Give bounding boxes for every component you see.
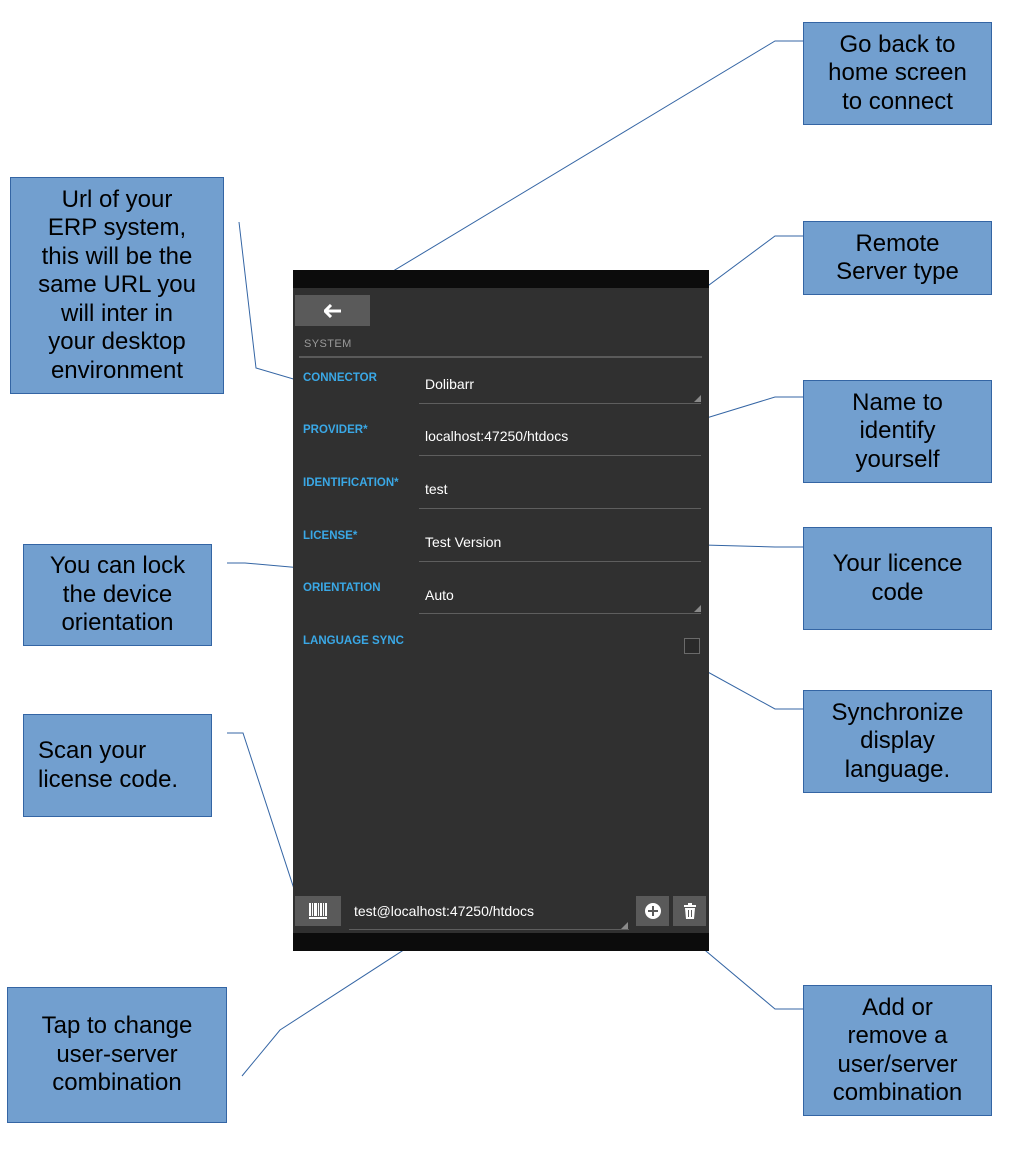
language-sync-label: LANGUAGE SYNC xyxy=(303,635,404,647)
orientation-underline xyxy=(419,613,701,614)
provider-input[interactable]: localhost:47250/htdocs xyxy=(425,428,569,444)
arrow-left-icon xyxy=(323,303,341,318)
orientation-select[interactable]: Auto xyxy=(425,587,454,603)
back-button[interactable] xyxy=(295,295,370,326)
status-bar xyxy=(293,270,709,288)
dropdown-corner-icon xyxy=(694,605,701,612)
callout-server-type: Remote Server type xyxy=(803,221,992,295)
section-divider xyxy=(299,356,702,358)
orientation-label: ORIENTATION xyxy=(303,582,381,594)
license-label: LICENSE* xyxy=(303,530,358,542)
callout-back: Go back to home screen to connect xyxy=(803,22,992,125)
identification-underline xyxy=(419,508,701,509)
identification-input[interactable]: test xyxy=(425,481,448,497)
provider-label: PROVIDER* xyxy=(303,424,368,436)
callout-sync: Synchronize display language. xyxy=(803,690,992,793)
add-combination-button[interactable] xyxy=(636,896,669,926)
provider-underline xyxy=(419,455,701,456)
dropdown-corner-icon xyxy=(621,922,628,929)
connector-underline xyxy=(419,403,701,404)
scan-license-button[interactable] xyxy=(295,896,341,926)
dropdown-corner-icon xyxy=(694,395,701,402)
callout-orientation: You can lock the device orientation xyxy=(23,544,212,646)
leader-scan xyxy=(227,732,298,899)
section-title: SYSTEM xyxy=(304,338,352,350)
identification-label: IDENTIFICATION* xyxy=(303,477,399,489)
navigation-bar xyxy=(293,933,709,951)
connector-label: CONNECTOR xyxy=(303,372,377,384)
leader-back xyxy=(344,40,803,301)
trash-icon xyxy=(683,903,696,919)
settings-screen: SYSTEM CONNECTOR Dolibarr PROVIDER* loca… xyxy=(293,270,709,951)
callout-add-remove: Add or remove a user/server combination xyxy=(803,985,992,1116)
language-sync-checkbox[interactable] xyxy=(684,638,700,654)
callout-combination: Tap to change user-server combination xyxy=(7,987,227,1123)
barcode-icon xyxy=(309,903,327,919)
combination-underline xyxy=(349,929,629,930)
remove-combination-button[interactable] xyxy=(673,896,706,926)
license-input[interactable]: Test Version xyxy=(425,534,502,550)
callout-name: Name to identify yourself xyxy=(803,380,992,483)
user-server-combination-select[interactable]: test@localhost:47250/htdocs xyxy=(354,903,534,919)
callout-licence: Your licence code xyxy=(803,527,992,630)
connector-select[interactable]: Dolibarr xyxy=(425,376,475,392)
plus-circle-icon xyxy=(644,903,661,919)
callout-url: Url of your ERP system, this will be the… xyxy=(10,177,224,394)
license-underline xyxy=(419,561,701,562)
callout-scan: Scan your license code. xyxy=(23,714,212,817)
